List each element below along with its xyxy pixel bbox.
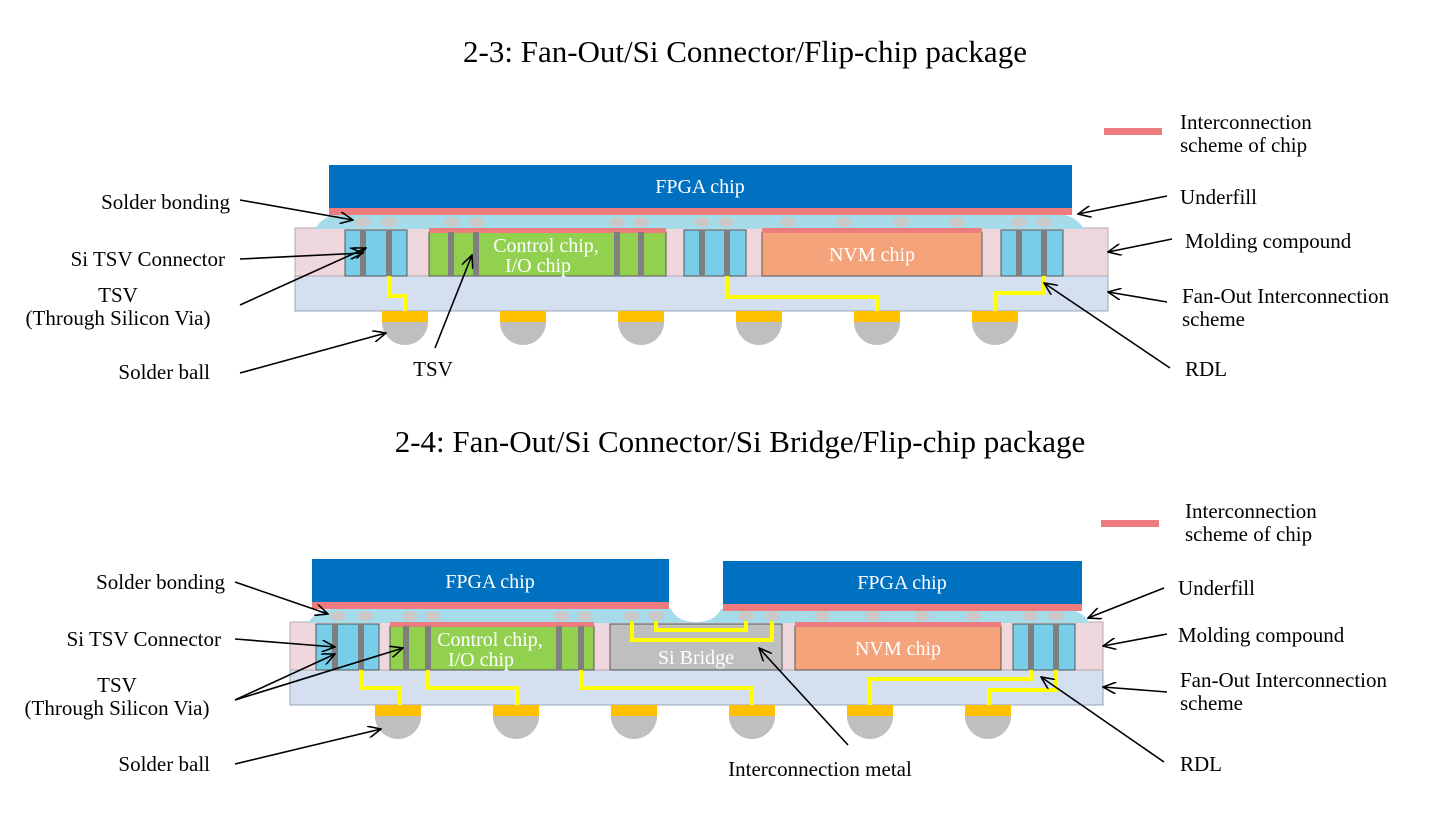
- tsv-via: [1016, 230, 1022, 276]
- legend-label-line2: scheme of chip: [1180, 133, 1307, 157]
- tsv-via: [425, 626, 431, 670]
- tsv-via: [1041, 230, 1047, 276]
- solder-bumps: [355, 217, 1052, 227]
- arrows: [234, 581, 1168, 765]
- si-tsv-connector: [683, 229, 747, 277]
- fpga-chip-left-label: FPGA chip: [445, 571, 534, 593]
- fpga-interconnect-layer: [312, 602, 669, 609]
- fpga-interconnect-layer: [723, 604, 1082, 611]
- nvm-chip-label: NVM chip: [855, 638, 941, 660]
- label-center-tsv: TSV: [413, 357, 453, 381]
- label-si-tsv-connector: Si TSV Connector: [67, 627, 221, 651]
- label-solder-ball: Solder ball: [118, 752, 210, 776]
- label-fanout-scheme: scheme: [1182, 307, 1245, 331]
- fanout-substrate: [294, 275, 1109, 312]
- tsv-via: [473, 232, 479, 276]
- label-fanout-scheme: scheme: [1180, 691, 1243, 715]
- label-tsv-full: (Through Silicon Via): [26, 306, 211, 330]
- label-rdl: RDL: [1185, 357, 1227, 381]
- chip-interconnect-layer: [795, 622, 1001, 627]
- fpga-chip-right-label: FPGA chip: [857, 572, 946, 594]
- label-molding-compound: Molding compound: [1185, 229, 1352, 253]
- label-interconnection-metal: Interconnection metal: [728, 757, 912, 781]
- label-tsv: TSV: [98, 283, 138, 307]
- fpga-chip: [329, 165, 1072, 208]
- tsv-via: [578, 626, 584, 670]
- tsv-via: [1028, 624, 1034, 670]
- fpga-gap: [669, 604, 723, 622]
- tsv-via: [699, 230, 705, 276]
- nvm-chip-label: NVM chip: [829, 244, 915, 266]
- control-chip-label-2: I/O chip: [505, 255, 571, 277]
- tsv-via: [1053, 624, 1059, 670]
- nvm-chip: [761, 231, 983, 277]
- tsv-via: [724, 230, 730, 276]
- label-rdl: RDL: [1180, 752, 1222, 776]
- label-fanout: Fan-Out Interconnection: [1182, 284, 1390, 308]
- legend-interconnect-swatch: [1101, 520, 1159, 527]
- label-solder-bonding: Solder bonding: [101, 190, 230, 214]
- label-tsv: TSV: [97, 673, 137, 697]
- diagram-title: 2-4: Fan-Out/Si Connector/Si Bridge/Flip…: [395, 424, 1086, 459]
- control-chip-label-1: Control chip,: [437, 629, 543, 651]
- fpga-chip-label: FPGA chip: [655, 176, 744, 198]
- diagram-title: 2-3: Fan-Out/Si Connector/Flip-chip pack…: [463, 34, 1027, 69]
- chip-interconnect-layer: [390, 622, 594, 627]
- chip-interconnect-layer: [762, 228, 982, 233]
- tsv-via: [403, 626, 409, 670]
- solder-balls: [382, 311, 1018, 345]
- control-chip-label-2: I/O chip: [448, 649, 514, 671]
- tsv-via: [556, 626, 562, 670]
- tsv-via: [614, 232, 620, 276]
- legend-label-line1: Interconnection: [1185, 499, 1317, 523]
- chip-interconnect-layer: [429, 228, 666, 233]
- tsv-via: [386, 230, 392, 276]
- label-solder-bonding: Solder bonding: [96, 570, 225, 594]
- diagram-2-4: 2-4: Fan-Out/Si Connector/Si Bridge/Flip…: [25, 424, 1388, 781]
- fpga-interconnect-layer: [329, 208, 1072, 215]
- tsv-via: [448, 232, 454, 276]
- label-tsv-full: (Through Silicon Via): [25, 696, 210, 720]
- si-bridge-label: Si Bridge: [658, 647, 734, 669]
- solder-bumps: [330, 611, 1064, 621]
- tsv-via: [358, 624, 364, 670]
- label-underfill: Underfill: [1178, 576, 1255, 600]
- solder-balls: [375, 705, 1011, 739]
- arrows: [239, 195, 1173, 374]
- label-si-tsv-connector: Si TSV Connector: [71, 247, 225, 271]
- label-solder-ball: Solder ball: [118, 360, 210, 384]
- legend-label-line2: scheme of chip: [1185, 522, 1312, 546]
- label-underfill: Underfill: [1180, 185, 1257, 209]
- diagram-2-3: 2-3: Fan-Out/Si Connector/Flip-chip pack…: [26, 34, 1390, 384]
- nvm-chip: [794, 625, 1002, 671]
- legend-label-line1: Interconnection: [1180, 110, 1312, 134]
- fpga-chip-right: [723, 561, 1082, 604]
- tsv-via: [638, 232, 644, 276]
- si-tsv-connector: [1012, 623, 1076, 671]
- control-chip-label-1: Control chip,: [493, 235, 599, 257]
- fpga-chip-left: [312, 559, 669, 602]
- si-tsv-connector: [1000, 229, 1064, 277]
- legend-interconnect-swatch: [1104, 128, 1162, 135]
- label-fanout: Fan-Out Interconnection: [1180, 668, 1388, 692]
- label-molding-compound: Molding compound: [1178, 623, 1345, 647]
- rdl-lines: [359, 621, 1058, 707]
